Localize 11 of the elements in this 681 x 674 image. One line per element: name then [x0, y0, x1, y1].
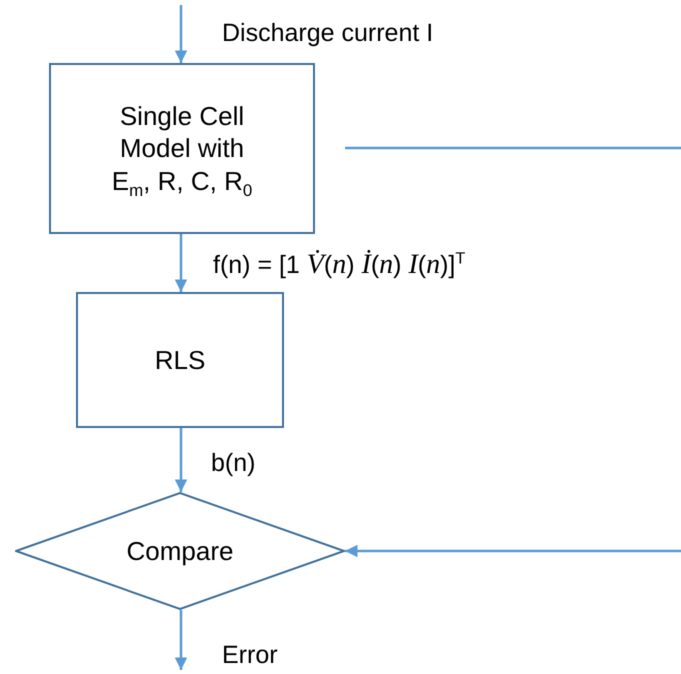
node-label: Single Cell Model with E$_{m}$, R, C, R$_{0}$ [110, 100, 254, 198]
arrow [174, 610, 188, 670]
node-label: RLS [154, 344, 206, 376]
process-box [76, 292, 284, 428]
decision-diamond [15, 492, 345, 610]
node-label: Compare [126, 534, 234, 568]
arrow [174, 5, 188, 63]
arrow [174, 234, 188, 292]
arrow [174, 428, 188, 492]
arrow [345, 544, 681, 558]
process-box [49, 63, 315, 234]
